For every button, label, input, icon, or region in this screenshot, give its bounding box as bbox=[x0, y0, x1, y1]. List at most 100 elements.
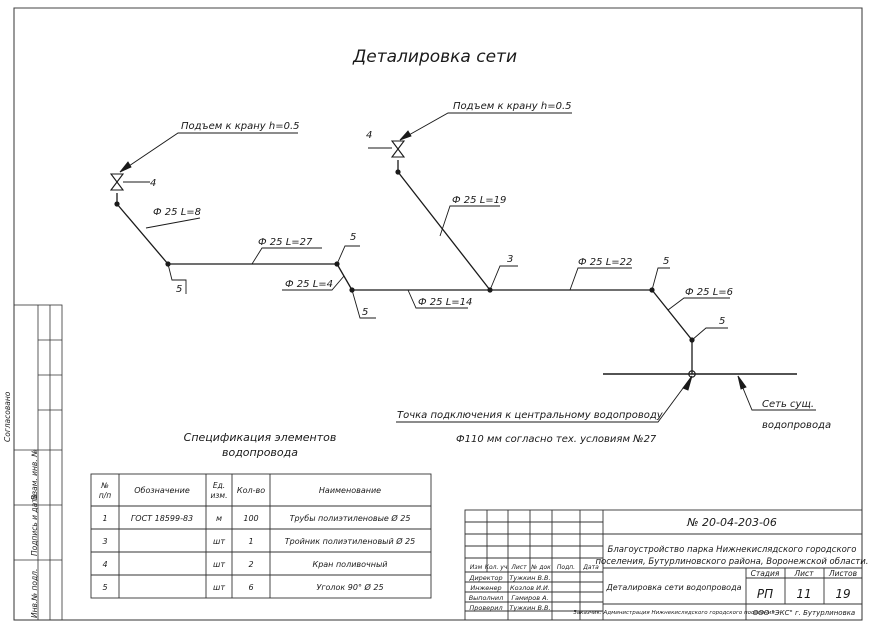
spec-header: п/п bbox=[99, 491, 111, 500]
sheet-value: 11 bbox=[796, 587, 811, 601]
existing-network-label: водопровода bbox=[762, 420, 831, 431]
node-label: 5 bbox=[663, 256, 669, 267]
side-stamp bbox=[13, 304, 63, 621]
spec-header: изм. bbox=[211, 491, 228, 500]
side-stamp-inv-replace: Взам. инв. № bbox=[30, 449, 39, 500]
leader-node-3 bbox=[489, 265, 518, 291]
stamp-name: Тужкин В.В. bbox=[509, 574, 550, 582]
pipe-label: Ф 25 L=4 bbox=[285, 279, 333, 290]
spec-table bbox=[90, 473, 432, 599]
spec-cell: ГОСТ 18599-83 bbox=[131, 514, 193, 523]
spec-cell: Кран поливочный bbox=[313, 560, 388, 569]
node-point bbox=[395, 169, 401, 175]
spec-cell: 1 bbox=[248, 537, 253, 546]
spec-cell: 4 bbox=[102, 560, 107, 569]
spec-cell: 100 bbox=[243, 514, 258, 523]
project-title: поселения, Бутурлиновского района, Ворон… bbox=[595, 557, 868, 567]
spec-cell: 2 bbox=[248, 560, 253, 569]
stamp-role: Проверил bbox=[469, 604, 502, 612]
stage-head: Стадия bbox=[751, 569, 780, 578]
arrow-icon bbox=[399, 130, 412, 141]
stamp-col-head: Кол. уч. bbox=[485, 564, 510, 571]
stamp-col-head: Подп. bbox=[557, 564, 575, 571]
leader-l4 bbox=[282, 275, 345, 291]
leader-node-5b bbox=[336, 245, 360, 265]
spec-header: № bbox=[100, 481, 109, 490]
node-label: 4 bbox=[366, 130, 372, 141]
sheet-head: Лист bbox=[793, 569, 814, 578]
stamp-role: Выполнил bbox=[469, 594, 504, 602]
leader-node-5d bbox=[651, 267, 670, 291]
leader-l6 bbox=[667, 297, 730, 311]
sheets-head: Листов bbox=[828, 569, 857, 578]
drawing-code: № 20-04-203-06 bbox=[686, 516, 777, 529]
stamp-col-head: Изм bbox=[470, 564, 483, 571]
existing-network-label: Сеть сущ. bbox=[762, 399, 814, 410]
pipe-segment-l4 bbox=[336, 263, 353, 291]
leader-l27 bbox=[251, 247, 322, 265]
node-point bbox=[114, 201, 120, 207]
pipe-label: Ф 25 L=27 bbox=[258, 237, 313, 248]
spec-cell: 1 bbox=[102, 514, 107, 523]
spec-cell: шт bbox=[213, 583, 225, 592]
node-label: 5 bbox=[350, 232, 356, 243]
spec-cell: шт bbox=[213, 560, 225, 569]
valve-icon bbox=[109, 140, 406, 191]
pipe-segment-l19 bbox=[397, 171, 491, 291]
leader-connection bbox=[396, 375, 693, 423]
pipe-network bbox=[116, 160, 693, 374]
spec-cell: шт bbox=[213, 537, 225, 546]
leader-node-5e bbox=[691, 327, 728, 341]
node-label: 3 bbox=[507, 254, 513, 265]
side-stamp-sign-date: Подпись и дата bbox=[30, 493, 39, 556]
leader-node-5a bbox=[167, 263, 187, 294]
stage-value: РП bbox=[757, 587, 773, 601]
project-title: Благоустройство парка Нижнекислядского г… bbox=[608, 545, 857, 555]
pipe-label: Ф 25 L=14 bbox=[418, 297, 472, 308]
leader-node-5c bbox=[351, 289, 376, 319]
customer: Заказчик: Администрация Нижнекислядского… bbox=[573, 610, 775, 616]
leader-lift-mid bbox=[399, 112, 572, 141]
arrow-icon bbox=[119, 161, 132, 173]
spec-cell: Уголок 90° Ø 25 bbox=[316, 582, 383, 592]
arrow-icon bbox=[737, 375, 747, 390]
lift-label-mid: Подъем к крану h=0.5 bbox=[453, 101, 571, 112]
title-block bbox=[464, 509, 863, 621]
sheets-value: 19 bbox=[835, 587, 850, 601]
pipe-label: Ф 25 L=6 bbox=[685, 287, 733, 298]
company: ООО "ЭКС" г. Бутурлиновка bbox=[753, 609, 855, 617]
stamp-role: Инженер bbox=[470, 584, 501, 592]
stamp-col-head: Лист bbox=[510, 564, 527, 571]
sheet-title: Деталировка сети водопровода bbox=[605, 583, 741, 592]
spec-cell: 5 bbox=[102, 583, 107, 592]
connection-label: Ф110 мм согласно тех. условиям №27 bbox=[456, 434, 657, 445]
pipe-segment-l8 bbox=[116, 203, 169, 265]
pipe-segment-l6 bbox=[651, 289, 693, 374]
spec-subtitle: водопровода bbox=[222, 446, 298, 459]
side-stamp-inv-orig: Инв.№ подл. bbox=[30, 569, 39, 618]
leader-l19 bbox=[439, 205, 500, 237]
spec-cell: Тройник полиэтиленовый Ø 25 bbox=[285, 536, 416, 546]
stamp-col-head: № док bbox=[530, 564, 551, 571]
valve-left-icon bbox=[109, 173, 125, 191]
spec-title: Спецификация элементов bbox=[184, 431, 337, 444]
spec-header: Обозначение bbox=[134, 486, 190, 495]
arrow-icon bbox=[682, 375, 693, 391]
leader-l14 bbox=[407, 289, 468, 309]
node-label: 5 bbox=[176, 284, 182, 295]
leader-l8 bbox=[145, 217, 201, 229]
stamp-name: Тужкин В.В. bbox=[509, 604, 550, 612]
node-label: 5 bbox=[362, 307, 368, 318]
side-stamp-agreed: Согласовано bbox=[3, 391, 12, 442]
pipe-label: Ф 25 L=19 bbox=[452, 195, 506, 206]
leader-l22 bbox=[569, 267, 632, 291]
leader-lines bbox=[119, 112, 816, 423]
stamp-name: Гамиров А. bbox=[511, 594, 548, 602]
node-label: 4 bbox=[150, 178, 156, 189]
spec-header: Ед. bbox=[213, 481, 225, 490]
spec-header: Наименование bbox=[319, 486, 381, 495]
drawing-title: Деталировка сети bbox=[352, 47, 517, 67]
leader-lift-left bbox=[119, 132, 298, 173]
stamp-name: Козлов И.И. bbox=[510, 584, 550, 592]
